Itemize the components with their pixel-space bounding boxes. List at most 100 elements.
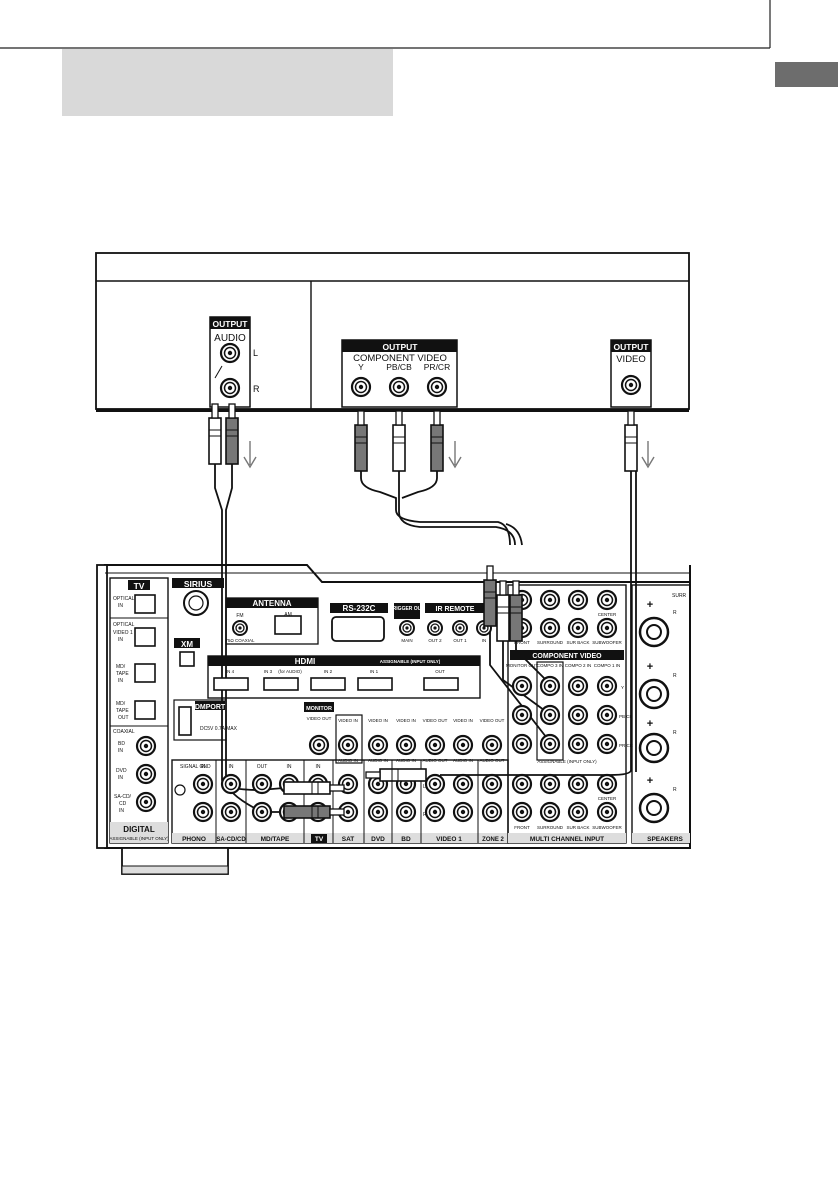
svg-text:XM: XM bbox=[181, 640, 193, 649]
dvd-video-in[interactable] bbox=[367, 734, 389, 756]
component-pr-jack[interactable] bbox=[426, 376, 448, 398]
phono-in-l[interactable] bbox=[192, 773, 214, 795]
speaker-block: SPEAKERS SURR + R + R + R + R bbox=[631, 584, 691, 844]
compo1-in-pr[interactable] bbox=[596, 733, 618, 755]
multi-in-surback-l[interactable] bbox=[567, 773, 589, 795]
dvd-audio-in-r[interactable] bbox=[367, 801, 389, 823]
svg-text:ZONE 2: ZONE 2 bbox=[482, 837, 504, 843]
coax-dvd-in[interactable] bbox=[135, 763, 157, 785]
bd-audio-in-r[interactable] bbox=[395, 801, 417, 823]
compo1-in-pb[interactable] bbox=[596, 704, 618, 726]
multi-surback-l[interactable] bbox=[567, 589, 589, 611]
sacd-in-r[interactable] bbox=[220, 801, 242, 823]
svg-text:R: R bbox=[673, 787, 677, 793]
multi-in-surback-r[interactable] bbox=[567, 801, 589, 823]
sacd-in-l[interactable] bbox=[220, 773, 242, 795]
svg-text:IN: IN bbox=[119, 808, 124, 814]
video-output-block: OUTPUT VIDEO bbox=[610, 339, 652, 408]
svg-text:TAPE: TAPE bbox=[116, 708, 129, 714]
multi-center[interactable] bbox=[596, 589, 618, 611]
sirius-xm-block: SIRIUS XM DMPORT DC5V 0.7A MAX bbox=[172, 578, 238, 741]
svg-text:+: + bbox=[647, 599, 653, 611]
svg-text:AUDIO OUT: AUDIO OUT bbox=[479, 758, 504, 763]
fm-antenna-jack[interactable] bbox=[232, 620, 248, 636]
coax-sacd-in[interactable] bbox=[135, 791, 157, 813]
dmport-connector[interactable] bbox=[178, 706, 192, 736]
coax-bd-in[interactable] bbox=[135, 735, 157, 757]
optical-video1-in[interactable] bbox=[134, 627, 156, 647]
ir-out2-jack[interactable] bbox=[427, 620, 443, 636]
multi-in-front-r[interactable] bbox=[511, 801, 533, 823]
svg-text:ASSIGNABLE (INPUT ONLY): ASSIGNABLE (INPUT ONLY) bbox=[537, 759, 597, 764]
svg-text:VIDEO IN: VIDEO IN bbox=[453, 718, 473, 723]
ir-out1-jack[interactable] bbox=[452, 620, 468, 636]
video1-audio-out-l[interactable] bbox=[424, 773, 446, 795]
am-antenna-terminal[interactable] bbox=[274, 615, 302, 635]
component-y-jack[interactable] bbox=[350, 376, 372, 398]
video1-audio-in-l[interactable] bbox=[452, 773, 474, 795]
video1-audio-out-r[interactable] bbox=[424, 801, 446, 823]
bd-video-in[interactable] bbox=[395, 734, 417, 756]
video1-video-out[interactable] bbox=[424, 734, 446, 756]
svg-text:R: R bbox=[673, 610, 677, 616]
speaker-terminal-3[interactable] bbox=[638, 732, 670, 764]
optical-mdtape-out[interactable] bbox=[134, 700, 156, 720]
audio-jack-left[interactable] bbox=[219, 342, 241, 364]
trigger-out-jack[interactable] bbox=[399, 620, 415, 636]
signal-gnd-terminal[interactable] bbox=[174, 784, 186, 796]
multi-in-center[interactable] bbox=[596, 773, 618, 795]
multi-surround-r[interactable] bbox=[539, 617, 561, 639]
speaker-terminal-2[interactable] bbox=[638, 678, 670, 710]
video-output-name: VIDEO bbox=[616, 354, 646, 365]
xm-connector[interactable] bbox=[179, 651, 195, 667]
hdmi-in2-port[interactable] bbox=[310, 677, 346, 691]
rs232c-port[interactable] bbox=[331, 616, 385, 642]
compo3-in-pb[interactable] bbox=[539, 704, 561, 726]
multi-in-surround-r[interactable] bbox=[539, 801, 561, 823]
svg-text:IN 2: IN 2 bbox=[324, 669, 333, 674]
component-pb-jack[interactable] bbox=[388, 376, 410, 398]
zone2-video-out[interactable] bbox=[481, 734, 503, 756]
svg-text:R: R bbox=[673, 673, 677, 679]
hdmi-out-port[interactable] bbox=[423, 677, 459, 691]
video1-audio-in-r[interactable] bbox=[452, 801, 474, 823]
zone2-audio-out-r[interactable] bbox=[481, 801, 503, 823]
multi-surback-r[interactable] bbox=[567, 617, 589, 639]
speaker-terminal-1[interactable] bbox=[638, 616, 670, 648]
optical-tv-in[interactable] bbox=[134, 594, 156, 614]
svg-text:BD: BD bbox=[118, 741, 125, 747]
monitor-out-pr[interactable] bbox=[511, 733, 533, 755]
zone2-audio-out-l[interactable] bbox=[481, 773, 503, 795]
hdmi-in1-port[interactable] bbox=[357, 677, 393, 691]
video1-video-in[interactable] bbox=[452, 734, 474, 756]
mdtape-out-r[interactable] bbox=[251, 801, 273, 823]
mdtape-out-l[interactable] bbox=[251, 773, 273, 795]
speaker-terminal-4[interactable] bbox=[638, 792, 670, 824]
compo2-in-pb[interactable] bbox=[567, 704, 589, 726]
svg-text:DC5V 0.7A MAX: DC5V 0.7A MAX bbox=[200, 726, 238, 732]
sirius-connector[interactable] bbox=[183, 590, 209, 616]
svg-text:AUDIO IN: AUDIO IN bbox=[338, 758, 358, 763]
multi-in-subwoofer[interactable] bbox=[596, 801, 618, 823]
compo2-in-pr[interactable] bbox=[567, 733, 589, 755]
compo1-in-y[interactable] bbox=[596, 675, 618, 697]
compo3-in-y[interactable] bbox=[539, 675, 561, 697]
phono-in-r[interactable] bbox=[192, 801, 214, 823]
multi-in-surround-l[interactable] bbox=[539, 773, 561, 795]
multi-in-front-l[interactable] bbox=[511, 773, 533, 795]
hdmi-in3-port[interactable] bbox=[263, 677, 299, 691]
monitor-out-y[interactable] bbox=[511, 675, 533, 697]
svg-text:75Ω COAXIAL: 75Ω COAXIAL bbox=[225, 638, 255, 643]
monitor-video-out[interactable] bbox=[308, 734, 330, 756]
multi-subwoofer[interactable] bbox=[596, 617, 618, 639]
multi-surround-l[interactable] bbox=[539, 589, 561, 611]
compo2-in-y[interactable] bbox=[567, 675, 589, 697]
optical-mdtape-in[interactable] bbox=[134, 663, 156, 683]
hdmi-in4-port[interactable] bbox=[213, 677, 249, 691]
video-output-jack[interactable] bbox=[620, 374, 642, 396]
monitor-out-pb[interactable] bbox=[511, 704, 533, 726]
audio-jack-right[interactable] bbox=[219, 377, 241, 399]
sat-video-in[interactable] bbox=[337, 734, 359, 756]
compo3-in-pr[interactable] bbox=[539, 733, 561, 755]
